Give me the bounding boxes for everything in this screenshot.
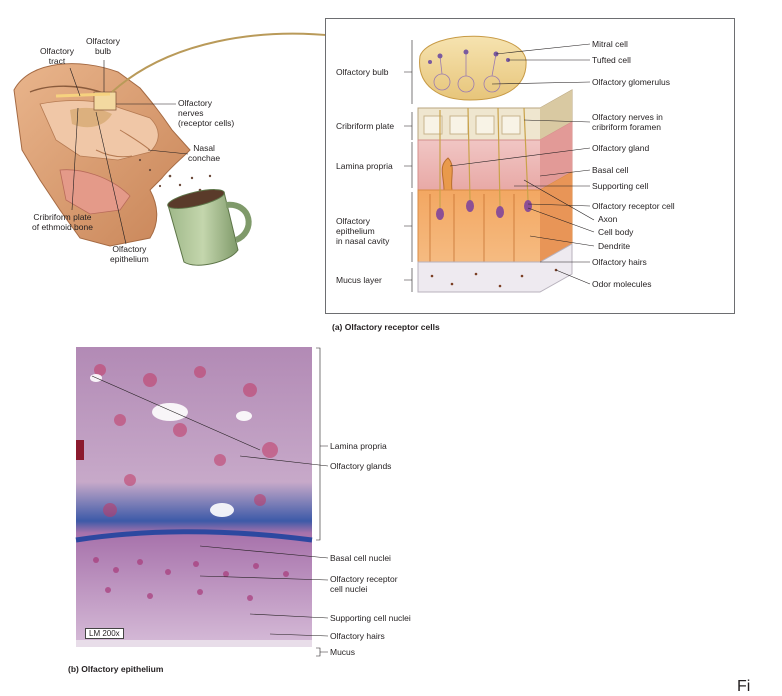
label-olfactory-glands: Olfactory glands — [330, 461, 392, 471]
label-olfactory-hairs-micro: Olfactory hairs — [330, 631, 385, 641]
label-mucus-layer: Mucus layer — [336, 275, 382, 285]
label-basal-cell-nuclei: Basal cell nuclei — [330, 553, 391, 563]
label-olfactory-epithelium-head: Olfactory epithelium — [110, 244, 149, 264]
label-olfactory-bulb: Olfactory bulb — [336, 67, 389, 77]
label-odor-molecules: Odor molecules — [592, 279, 652, 289]
label-tufted-cell: Tufted cell — [592, 55, 631, 65]
label-olfactory-hairs: Olfactory hairs — [592, 257, 647, 267]
lamina-propria-layer — [417, 121, 573, 191]
label-olfactory-gland: Olfactory gland — [592, 143, 650, 153]
label-olfactory-epithelium: Olfactory epithelium in nasal cavity — [336, 216, 390, 246]
label-cribriform-plate-head: Cribriform plate of ethmoid bone — [32, 212, 93, 232]
label-olfactory-glomerulus: Olfactory glomerulus — [592, 77, 670, 87]
figure-label-fragment: Fi — [737, 678, 751, 695]
head-sagittal-section — [13, 63, 191, 247]
label-lamina-propria: Lamina propria — [336, 161, 393, 171]
label-nasal-conchae: Nasal conchae — [188, 143, 221, 163]
zoom-arrow — [111, 32, 337, 93]
label-basal-cell: Basal cell — [592, 165, 629, 175]
magnification-badge: LM 200x — [85, 628, 124, 639]
caption-panel-a: (a) Olfactory receptor cells — [332, 322, 440, 332]
label-cribriform-plate: Cribriform plate — [336, 121, 395, 131]
caption-panel-b: (b) Olfactory epithelium — [68, 664, 164, 674]
label-dendrite: Dendrite — [598, 241, 631, 251]
label-supporting-cell: Supporting cell — [592, 181, 649, 191]
label-axon: Axon — [598, 214, 618, 224]
label-lamina-propria-micro: Lamina propria — [330, 441, 387, 451]
label-mitral-cell: Mitral cell — [592, 39, 628, 49]
label-supporting-cell-nuclei: Supporting cell nuclei — [330, 613, 411, 623]
label-olfactory-receptor-nuclei: Olfactory receptor cell nuclei — [330, 574, 398, 594]
olfactory-epithelium-layer — [417, 107, 573, 281]
label-olfactory-tract: Olfactory tract — [40, 46, 75, 66]
label-mucus: Mucus — [330, 647, 356, 657]
coffee-mug — [167, 189, 252, 266]
label-olfactory-bulb-head: Olfactory bulb — [86, 36, 121, 56]
label-olfactory-nerves-foramen: Olfactory nerves in cribriform foramen — [592, 112, 663, 132]
label-olfactory-receptor-cell: Olfactory receptor cell — [592, 201, 675, 211]
label-olfactory-nerves: Olfactory nerves (receptor cells) — [178, 98, 235, 128]
label-cell-body: Cell body — [598, 227, 634, 237]
